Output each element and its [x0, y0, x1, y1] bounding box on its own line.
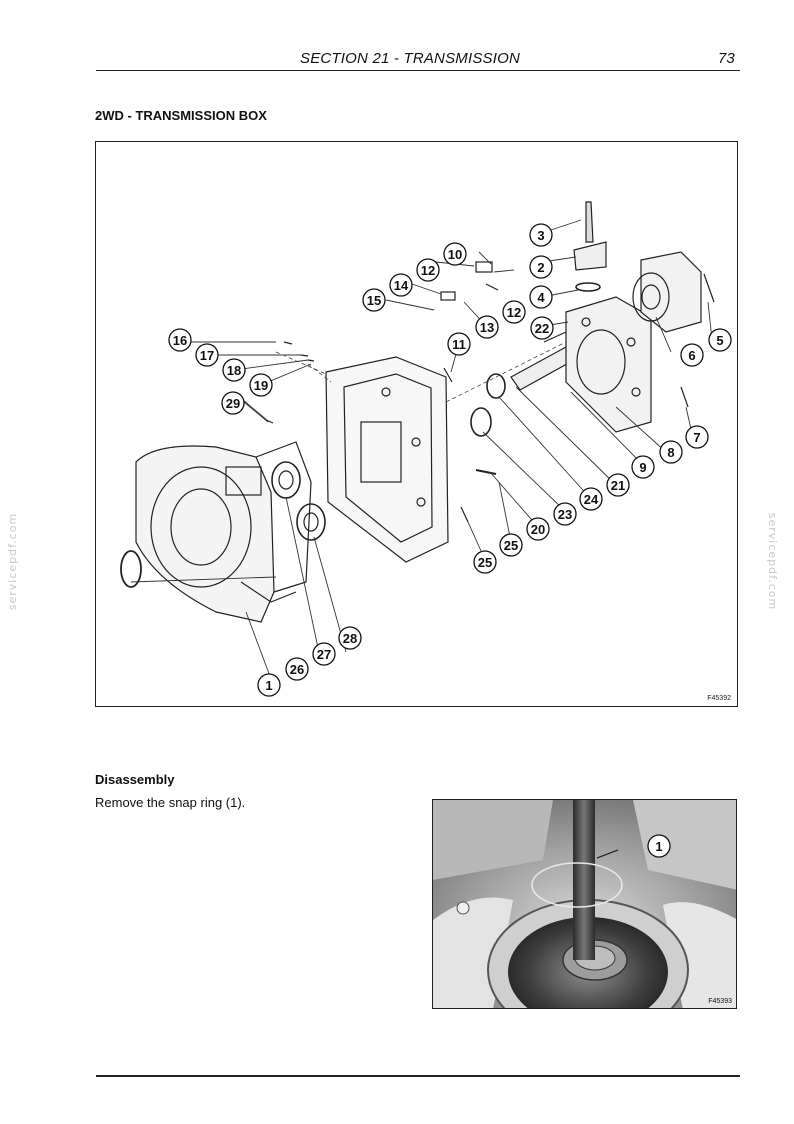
- callout-16: 16: [173, 333, 187, 348]
- callout-10: 10: [448, 247, 462, 262]
- disassembly-heading: Disassembly: [95, 772, 175, 787]
- callout-4: 4: [537, 290, 545, 305]
- callout-9: 9: [639, 460, 646, 475]
- callout-20: 20: [531, 522, 545, 537]
- callout-22: 22: [535, 321, 549, 336]
- callout-2: 2: [537, 260, 544, 275]
- callout-14: 14: [394, 278, 409, 293]
- watermark-right: servicepdf.com: [766, 512, 780, 611]
- callout-25b: 25: [478, 555, 492, 570]
- callout-28: 28: [343, 631, 357, 646]
- callout-3: 3: [537, 228, 544, 243]
- callout-12a: 12: [421, 263, 435, 278]
- disassembly-instruction: Remove the snap ring (1).: [95, 795, 246, 810]
- callout-6: 6: [688, 348, 695, 363]
- exploded-diagram: 1 2 3 4 5 6 7 8 9 10 11 12 12 13 14 15 1…: [95, 141, 738, 707]
- callout-7: 7: [693, 430, 700, 445]
- watermark-left: servicepdf.com: [6, 512, 20, 611]
- snap-ring-photo: 1 F45393: [432, 799, 737, 1009]
- section-heading: 2WD - TRANSMISSION BOX: [95, 108, 267, 123]
- callout-8: 8: [667, 445, 674, 460]
- callout-24: 24: [584, 492, 599, 507]
- callout-12b: 12: [507, 305, 521, 320]
- callout-27: 27: [317, 647, 331, 662]
- callout-5: 5: [716, 333, 723, 348]
- section-title: SECTION 21 - TRANSMISSION: [300, 50, 521, 67]
- snap-ring-photo-image: 1: [433, 800, 736, 1008]
- callout-15: 15: [367, 293, 381, 308]
- callout-1: 1: [265, 678, 272, 693]
- footer-rule: [96, 1075, 740, 1077]
- callout-17: 17: [200, 348, 214, 363]
- callout-21: 21: [611, 478, 625, 493]
- diagram-figure-code: F45392: [707, 695, 731, 702]
- callout-11: 11: [452, 337, 466, 352]
- callout-18: 18: [227, 363, 241, 378]
- callout-23: 23: [558, 507, 572, 522]
- callout-26: 26: [290, 662, 304, 677]
- photo-callout: 1: [647, 834, 671, 858]
- diagram-callouts: 1 2 3 4 5 6 7 8 9 10 11 12 12 13 14 15 1…: [168, 223, 732, 697]
- callout-29: 29: [226, 396, 240, 411]
- header-rule: [96, 70, 740, 71]
- callout-19: 19: [254, 378, 268, 393]
- exploded-diagram-drawing: 1 2 3 4 5 6 7 8 9 10 11 12 12 13 14 15 1…: [120, 201, 732, 697]
- page-number: 73: [718, 50, 735, 67]
- callout-13: 13: [480, 320, 494, 335]
- photo-figure-code: F45393: [708, 998, 732, 1005]
- callout-25a: 25: [504, 538, 518, 553]
- photo-callout-1: 1: [655, 839, 662, 854]
